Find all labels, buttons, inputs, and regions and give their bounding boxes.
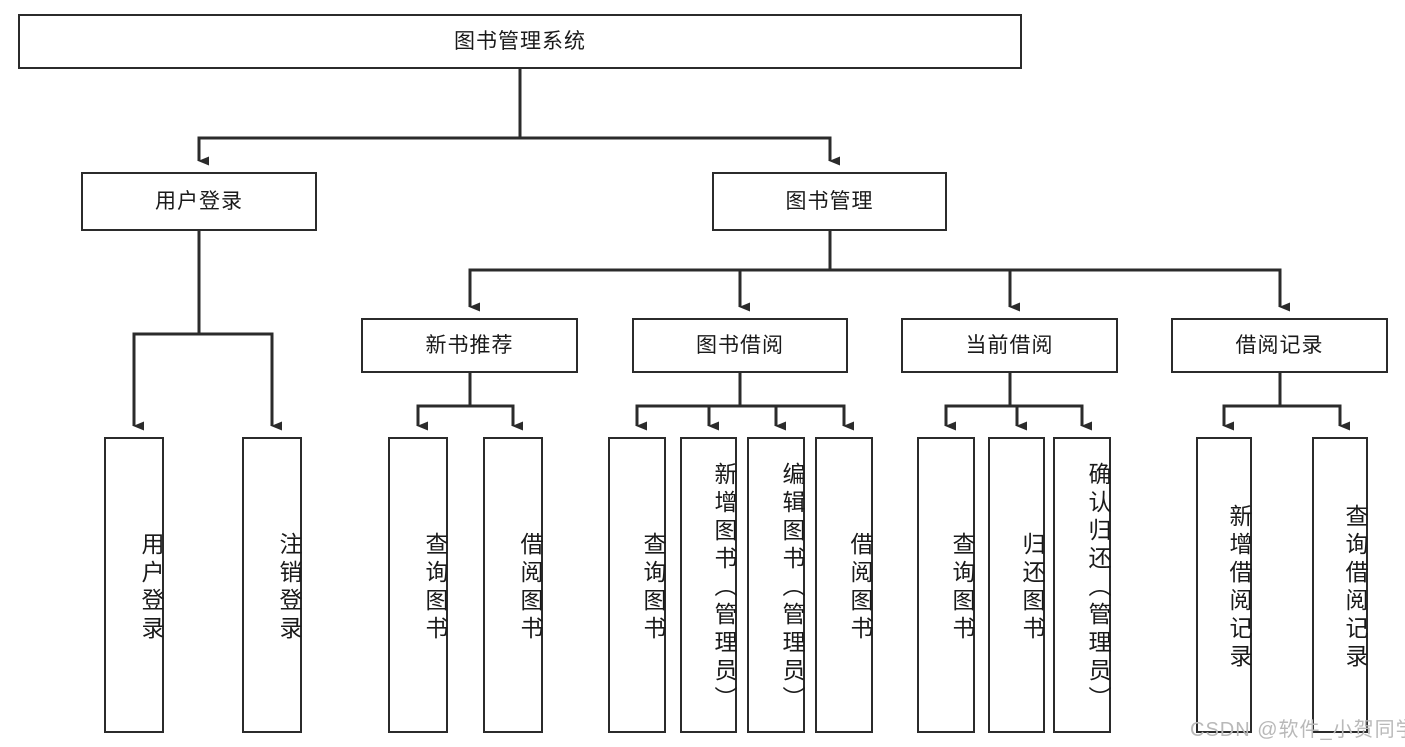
node-l_addbook[interactable]: 新增图书（管理员） <box>680 437 737 733</box>
edge-borrow-to-l_addbook <box>707 404 740 431</box>
edge-records-to-l_qrec <box>1280 404 1350 431</box>
node-label: 查询图书 <box>949 532 975 644</box>
node-label: 确认归还（管理员） <box>1085 462 1111 714</box>
node-borrow[interactable]: 图书借阅 <box>632 318 848 373</box>
node-label: 查询图书 <box>422 532 448 644</box>
edge-current-to-l_retbook <box>1010 404 1027 431</box>
node-label: 用户登录 <box>155 189 243 213</box>
node-label: 借阅记录 <box>1235 333 1324 357</box>
node-label: 查询图书 <box>640 532 666 644</box>
node-label: 编辑图书（管理员） <box>779 462 805 714</box>
edge-bookmgmt-to-current <box>830 268 1020 312</box>
node-l_confirm[interactable]: 确认归还（管理员） <box>1053 437 1111 733</box>
node-label: 图书管理系统 <box>454 29 586 53</box>
node-records[interactable]: 借阅记录 <box>1171 318 1388 373</box>
node-l_logout[interactable]: 注销登录 <box>242 437 302 733</box>
edge-current-to-l_confirm <box>1010 404 1092 431</box>
edge-root-to-bookmgmt <box>520 136 840 166</box>
edge-root-to-login <box>197 136 520 166</box>
node-l_qrec[interactable]: 查询借阅记录 <box>1312 437 1368 733</box>
node-label: 图书管理 <box>785 189 874 213</box>
edge-bookmgmt-to-newrec <box>468 268 830 312</box>
node-l_addrec[interactable]: 新增借阅记录 <box>1196 437 1252 733</box>
edge-newrec-to-l_bbook1 <box>470 404 523 431</box>
edge-borrow-to-l_editbook <box>740 404 786 431</box>
node-l_editbook[interactable]: 编辑图书（管理员） <box>747 437 805 733</box>
node-label: 新书推荐 <box>425 333 514 357</box>
edge-login-to-l_logout <box>199 332 282 431</box>
node-label: 归还图书 <box>1019 532 1045 644</box>
node-label: 当前借阅 <box>965 333 1054 357</box>
node-l_qbook1[interactable]: 查询图书 <box>388 437 448 733</box>
node-bookmgmt[interactable]: 图书管理 <box>712 172 947 231</box>
node-l_qbook3[interactable]: 查询图书 <box>917 437 975 733</box>
watermark-label: CSDN @软件_小贺同学 <box>1190 719 1405 741</box>
node-l_bbook1[interactable]: 借阅图书 <box>483 437 543 733</box>
node-label: 新增借阅记录 <box>1226 504 1252 672</box>
edge-bookmgmt-to-records <box>830 268 1290 312</box>
edge-borrow-to-l_qbook2 <box>635 404 740 431</box>
edge-current-to-l_qbook3 <box>944 404 1010 431</box>
edge-newrec-to-l_qbook1 <box>416 404 470 431</box>
node-l_bbook2[interactable]: 借阅图书 <box>815 437 873 733</box>
node-root[interactable]: 图书管理系统 <box>18 14 1022 69</box>
node-newrec[interactable]: 新书推荐 <box>361 318 578 373</box>
edge-bookmgmt-to-borrow <box>738 268 830 312</box>
edge-borrow-to-l_bbook2 <box>740 404 854 431</box>
node-label: 用户登录 <box>138 532 164 644</box>
edge-login-to-l_login <box>132 332 199 431</box>
node-l_retbook[interactable]: 归还图书 <box>988 437 1045 733</box>
node-label: 查询借阅记录 <box>1342 504 1368 672</box>
edge-records-to-l_addrec <box>1222 404 1280 431</box>
node-label: 借阅图书 <box>517 532 543 644</box>
node-login[interactable]: 用户登录 <box>81 172 317 231</box>
node-label: 注销登录 <box>276 532 302 644</box>
node-l_login[interactable]: 用户登录 <box>104 437 164 733</box>
node-label: 借阅图书 <box>847 532 873 644</box>
node-label: 新增图书（管理员） <box>711 462 737 714</box>
node-label: 图书借阅 <box>696 333 784 357</box>
node-l_qbook2[interactable]: 查询图书 <box>608 437 666 733</box>
node-current[interactable]: 当前借阅 <box>901 318 1118 373</box>
